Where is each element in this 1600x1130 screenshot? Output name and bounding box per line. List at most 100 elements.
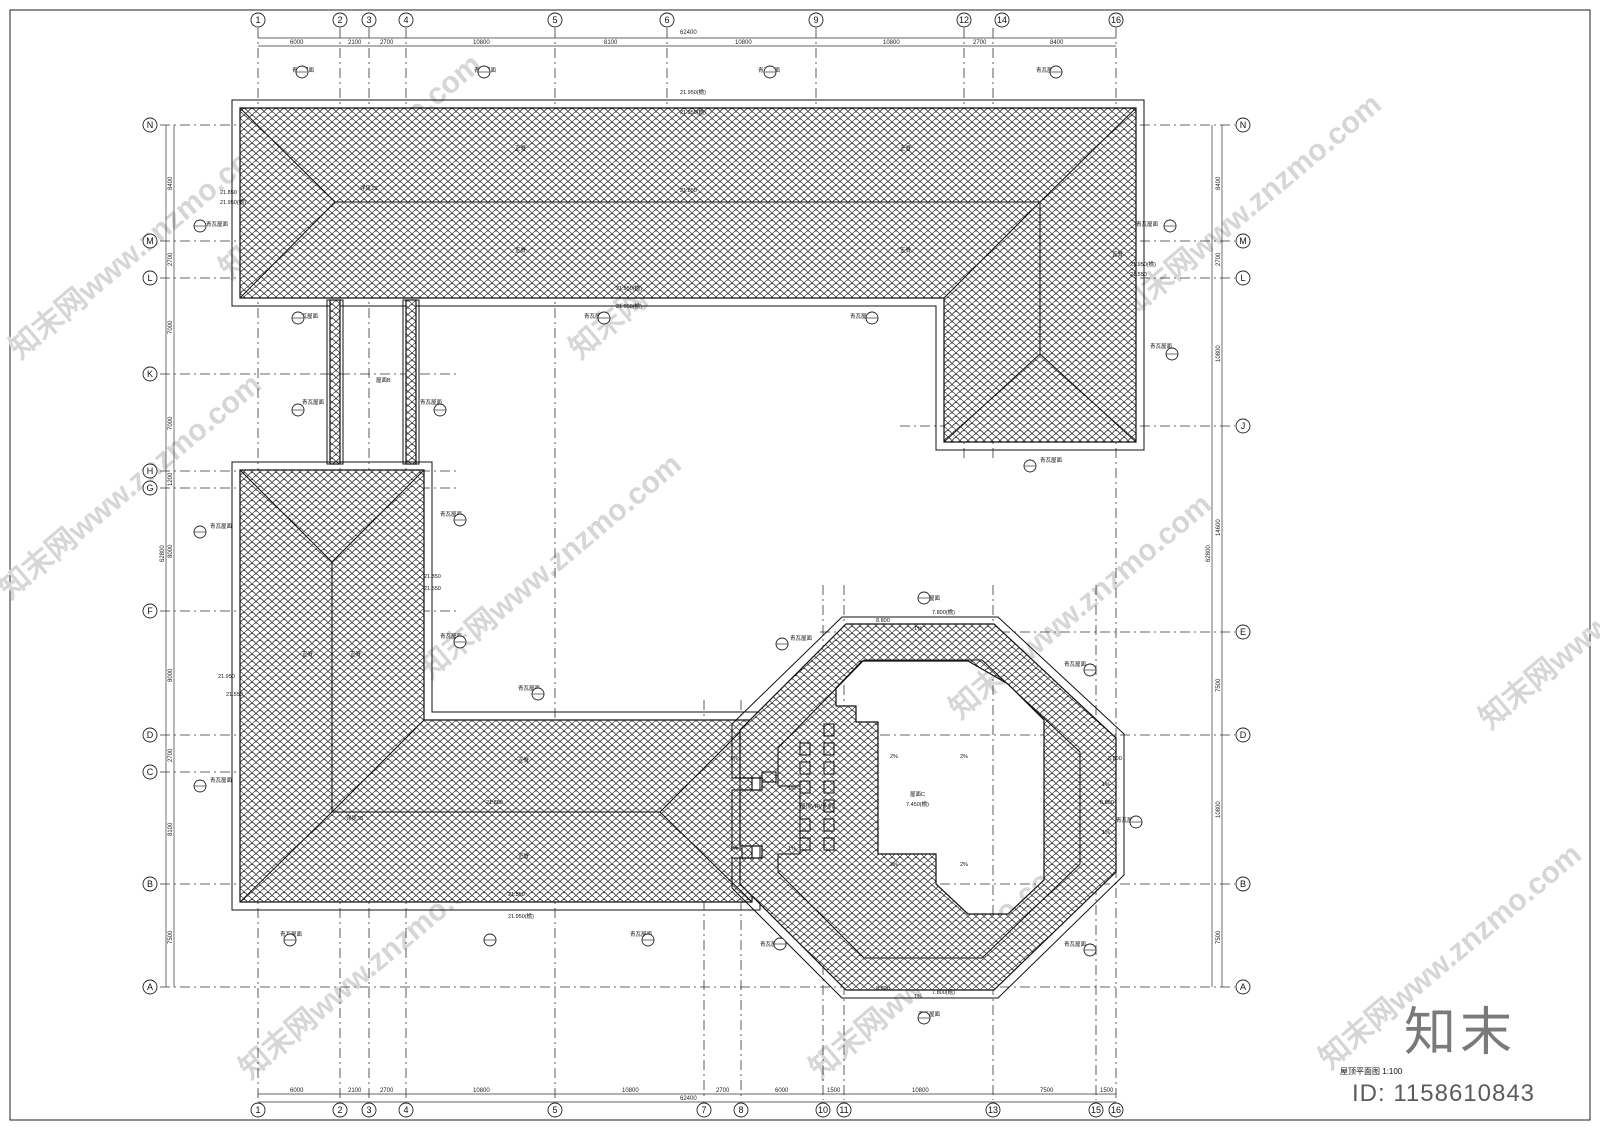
elevation-label: 21.950(檐): [508, 912, 534, 920]
watermark: 知末网www.znzmo.com: [1473, 498, 1600, 736]
dim-text: 10800: [1216, 345, 1222, 362]
slope-label: 1%: [914, 626, 922, 632]
grid-label: 16: [1111, 1105, 1121, 1115]
dim-text: 8000: [168, 544, 174, 558]
grid-label: 1: [255, 1105, 260, 1115]
note-label: 青瓦屋面: [790, 634, 813, 642]
note-label: 青瓦屋面: [302, 398, 325, 406]
note-label: 正脊: [515, 246, 527, 254]
grid-label: 2: [337, 15, 342, 25]
dim-text: 10800: [912, 1088, 929, 1094]
note-label: 正脊: [350, 650, 362, 658]
note-label: 青瓦屋面: [1040, 456, 1063, 464]
grid-label: J: [1241, 421, 1246, 431]
grid-bubbles-right: N M L J E D B A: [1235, 117, 1251, 995]
elevation-label: 21.850: [680, 188, 697, 194]
slope-label: 2%: [890, 862, 898, 868]
drawing-title: 屋顶平面图 1:100: [1340, 1067, 1403, 1076]
grid-label: L: [147, 273, 152, 283]
dim-text: 10800: [622, 1088, 639, 1094]
elevation-label: 8.800: [876, 618, 890, 624]
elevation-label: 21.950: [218, 674, 235, 680]
dim-text: 8400: [1050, 40, 1064, 46]
elevation-label: 21.850: [486, 800, 503, 806]
elevation-label: 7.450(檐): [906, 800, 929, 808]
dim-text: 8000: [168, 668, 174, 682]
note-label: 青瓦屋面: [584, 312, 607, 320]
note-label: 正脊: [518, 852, 530, 860]
note-label: 青瓦屋面: [518, 684, 541, 692]
roof-top-l: [231, 99, 1145, 451]
elevation-label: 8.800: [876, 986, 890, 992]
note-label: 青瓦屋面: [850, 312, 873, 320]
dim-text: 2700: [168, 748, 174, 762]
grid-label: D: [1240, 730, 1247, 740]
dim-text: 7500: [1216, 678, 1222, 692]
note-label: 正脊: [900, 246, 912, 254]
grid-bubbles-bottom: 1 2 3 4 5 7 8 10 11 13 15 16: [250, 1102, 1124, 1118]
note-label: 青瓦屋面: [1136, 220, 1159, 228]
dim-text: 10800: [735, 40, 752, 46]
note-label: 青瓦屋面: [206, 220, 229, 228]
grid-label: 5: [552, 1105, 557, 1115]
grid-label: M: [1239, 236, 1247, 246]
dim-text: 2700: [168, 252, 174, 266]
dimension-texts-right: 8400 2700 10800 14600 7500 10800 7500 62…: [1206, 176, 1222, 944]
dim-text: 2100: [348, 40, 362, 46]
slope-label: 1%: [1102, 782, 1110, 788]
dim-text: 8400: [1216, 176, 1222, 190]
slope-label: 1%: [1102, 830, 1110, 836]
dim-text: 7500: [1040, 1088, 1054, 1094]
elevation-label: 21.850: [220, 190, 237, 196]
elevation-label: 21.850: [424, 574, 441, 580]
grid-label: 10: [818, 1105, 828, 1115]
note-label: 详见JS: [360, 184, 378, 192]
dim-text: 2700: [973, 40, 987, 46]
grid-bubbles-left: N M L K H G F D C B A: [142, 117, 158, 995]
slope-label: 1%: [730, 846, 738, 852]
dim-text: 7000: [168, 416, 174, 430]
dim-text: 8100: [604, 40, 618, 46]
note-label: 屋顶VRV外机: [800, 802, 834, 810]
dim-text: 62800: [160, 545, 166, 562]
dim-text: 6000: [290, 1088, 304, 1094]
note-label: 青瓦屋面: [1064, 940, 1087, 948]
elevation-label: 21.550: [1130, 272, 1147, 278]
note-label: 青瓦屋面: [440, 632, 463, 640]
watermark: 知末网www.znzmo.com: [1113, 88, 1387, 326]
note-label: 正脊: [518, 756, 530, 764]
grid-label: 3: [366, 15, 371, 25]
slope-label: 1%: [730, 756, 738, 762]
elevation-label: 21.950(檐): [680, 88, 706, 96]
dim-text: 7500: [168, 930, 174, 944]
dim-text: 62800: [1206, 545, 1212, 562]
elevation-label: 8.800: [1100, 800, 1114, 806]
grid-label: G: [146, 483, 153, 493]
slope-label: 2%: [960, 862, 968, 868]
note-label: 正脊: [1112, 250, 1124, 258]
grid-label: E: [1240, 627, 1246, 637]
elevation-label: 21.950(檐): [616, 302, 642, 310]
corridor-roofs: [326, 299, 420, 465]
note-label: 正脊: [900, 144, 912, 152]
dim-text: 2100: [348, 1088, 362, 1094]
grid-label: 1: [255, 15, 260, 25]
dim-text: 1500: [1100, 1088, 1114, 1094]
note-label: 正脊: [515, 144, 527, 152]
slope-label: 1%: [788, 786, 796, 792]
dim-text: 6000: [775, 1088, 789, 1094]
dim-text: 62400: [680, 30, 697, 36]
grid-label: B: [1240, 879, 1246, 889]
grid-label: 5: [552, 15, 557, 25]
grid-label: 4: [403, 1105, 408, 1115]
dim-text: 14600: [1216, 519, 1222, 536]
grid-label: N: [1240, 120, 1247, 130]
grid-label: M: [146, 236, 154, 246]
elevation-label: 7.800(檐): [932, 608, 955, 616]
elevation-label: 21.950(檐): [680, 108, 706, 116]
watermark: 知末网www.znzmo.com: [413, 448, 687, 686]
note-label: 青瓦屋面: [1036, 66, 1059, 74]
grid-label: F: [147, 606, 153, 616]
elevation-label: 21.550: [424, 586, 441, 592]
elevation-label: 21.550: [226, 692, 243, 698]
